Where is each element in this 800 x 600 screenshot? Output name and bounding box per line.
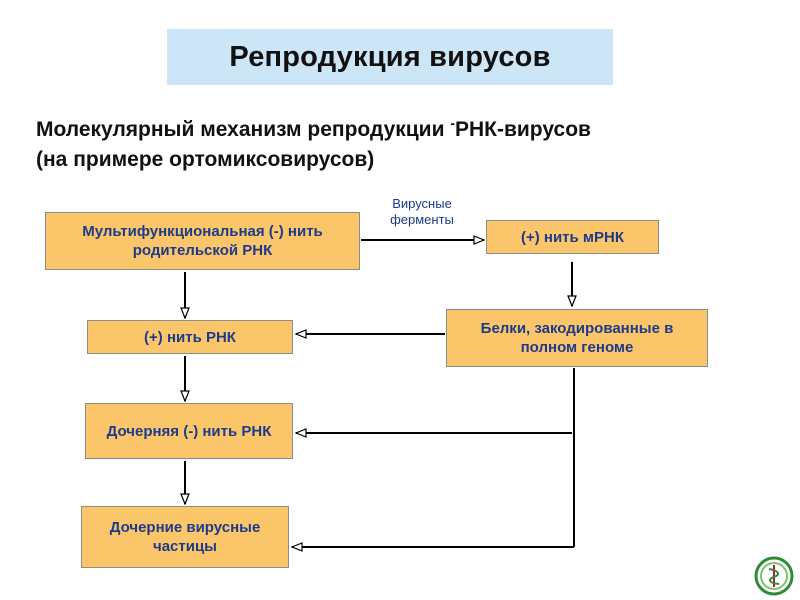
slide-title: Репродукция вирусов — [167, 29, 613, 85]
box-proteins: Белки, закодированные в полном геноме — [446, 309, 708, 367]
subtitle-text-part2: РНК-вирусов — [455, 118, 591, 141]
enzyme-label-line2: ферменты — [390, 212, 454, 227]
slide-subtitle: Молекулярный механизм репродукции -РНК-в… — [36, 108, 786, 175]
medical-emblem-icon — [754, 556, 794, 596]
box-plus-rna: (+) нить РНК — [87, 320, 293, 354]
subtitle-text-part1: Молекулярный механизм репродукции — [36, 118, 451, 141]
box-parent-rna: Мультифункциональная (-) нить родительск… — [45, 212, 360, 270]
box-mrna: (+) нить мРНК — [486, 220, 659, 254]
box-daughter-particles: Дочерние вирусные частицы — [81, 506, 289, 568]
subtitle-superscript: - — [450, 115, 455, 131]
subtitle-line2: (на примере ортомиксовирусов) — [36, 148, 375, 171]
box-daughter-rna: Дочерняя (-) нить РНК — [85, 403, 293, 459]
enzyme-label-line1: Вирусные — [392, 196, 452, 211]
enzyme-label: Вирусные ферменты — [372, 196, 472, 228]
